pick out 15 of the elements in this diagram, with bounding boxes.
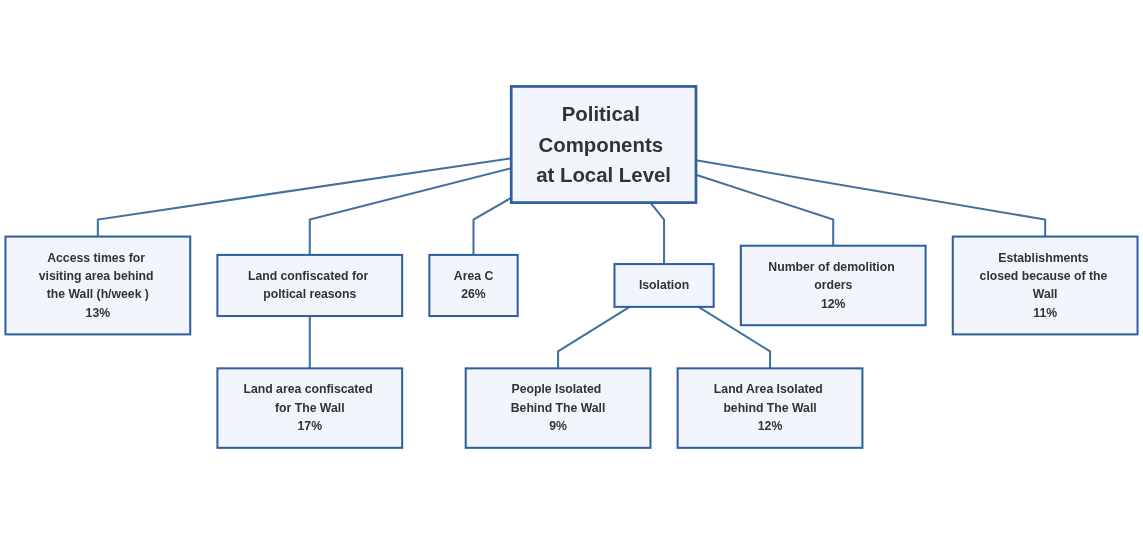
node-box: Land confiscated for poltical reasons <box>216 253 404 317</box>
connector <box>308 315 311 369</box>
node-box: Access times for visiting area behind the Wall (h/week ) 13% <box>4 235 192 336</box>
connector <box>695 159 1047 237</box>
node-box: People Isolated Behind The Wall 9% <box>464 367 652 449</box>
connector <box>308 167 512 255</box>
node-box: Area C 26% <box>428 253 519 317</box>
node-box: Number of demolition orders 12% <box>739 244 927 327</box>
node-box: Establishments closed because of the Wall 11% <box>951 235 1139 336</box>
connector <box>96 157 512 237</box>
node-box: Political Components at Local Level <box>509 84 698 204</box>
connector <box>695 173 835 246</box>
node-box: Isolation <box>613 262 715 308</box>
node-box: Land area confiscated for The Wall 17% <box>216 367 404 449</box>
node-box: Land Area Isolated behind The Wall 12% <box>676 367 864 449</box>
